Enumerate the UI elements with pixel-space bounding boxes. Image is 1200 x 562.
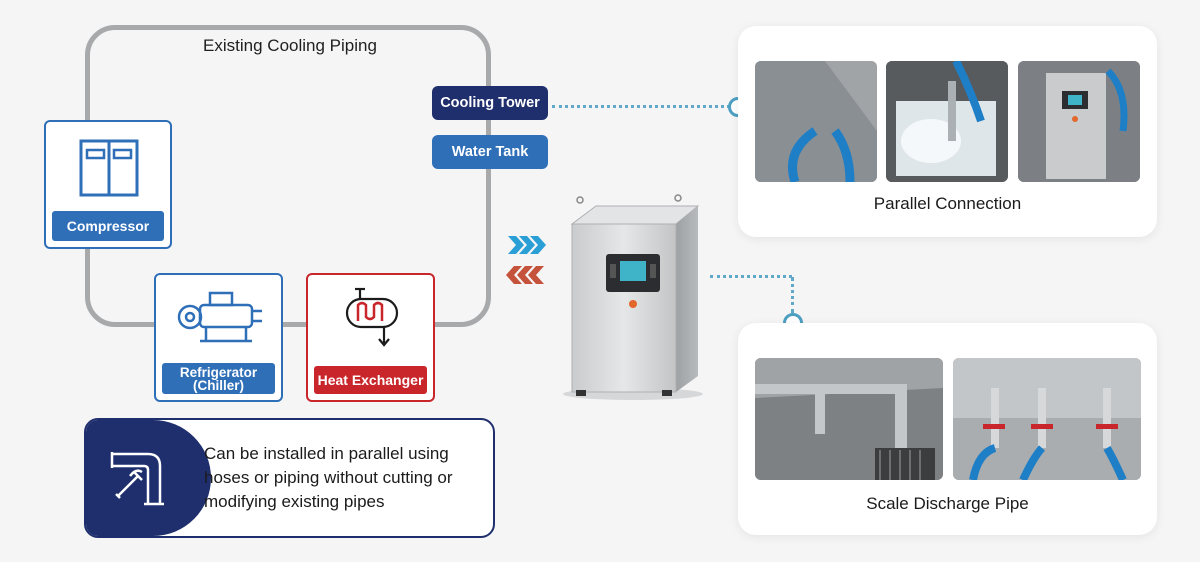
parallel-photo-2 [886, 61, 1008, 182]
hose-pipe-illustration [755, 61, 877, 182]
heat-exchanger-icon [345, 287, 399, 347]
parallel-connection-card: Parallel Connection [738, 26, 1157, 237]
valve-hose-illustration [953, 358, 1141, 480]
cooling-tower-connector [552, 105, 730, 108]
water-tank-pill: Water Tank [432, 135, 548, 169]
discharge-connector-h [710, 275, 792, 278]
compressor-label: Compressor [52, 211, 164, 241]
piping-title: Existing Cooling Piping [203, 36, 377, 55]
discharge-photo-1 [755, 358, 943, 480]
refrigerator-card: Refrigerator (Chiller) [154, 273, 283, 402]
refrigerator-label-line1: Refrigerator [179, 364, 258, 380]
refrigerator-label-line2: (Chiller) [192, 377, 244, 393]
flow-arrows-icon [506, 236, 546, 284]
note-icon-panel [86, 420, 211, 536]
installation-note-text: Can be installed in parallel using hoses… [204, 444, 453, 511]
scale-discharge-caption: Scale Discharge Pipe [866, 494, 1029, 513]
heat-exchanger-card: Heat Exchanger [306, 273, 435, 402]
tank-ice-illustration [886, 61, 1008, 182]
chiller-icon [177, 291, 262, 343]
parallel-photo-3 [1018, 61, 1140, 182]
scale-discharge-card: Scale Discharge Pipe [738, 323, 1157, 535]
compressor-card: Compressor [44, 120, 172, 249]
parallel-photo-1 [755, 61, 877, 182]
heat-exchanger-label: Heat Exchanger [314, 366, 427, 394]
discharge-pipe-illustration [755, 358, 943, 480]
discharge-connector-v [791, 277, 794, 313]
refrigerator-label: Refrigerator (Chiller) [162, 363, 275, 394]
pipe-wrench-icon [110, 452, 164, 506]
discharge-photo-2 [953, 358, 1141, 480]
descaling-unit-image [563, 194, 703, 400]
cooling-tower-pill: Cooling Tower [432, 86, 548, 120]
compressor-icon [79, 139, 139, 197]
parallel-connection-caption: Parallel Connection [873, 194, 1022, 213]
unit-installed-illustration [1018, 61, 1140, 182]
installation-note: Can be installed in parallel using hoses… [84, 418, 495, 538]
